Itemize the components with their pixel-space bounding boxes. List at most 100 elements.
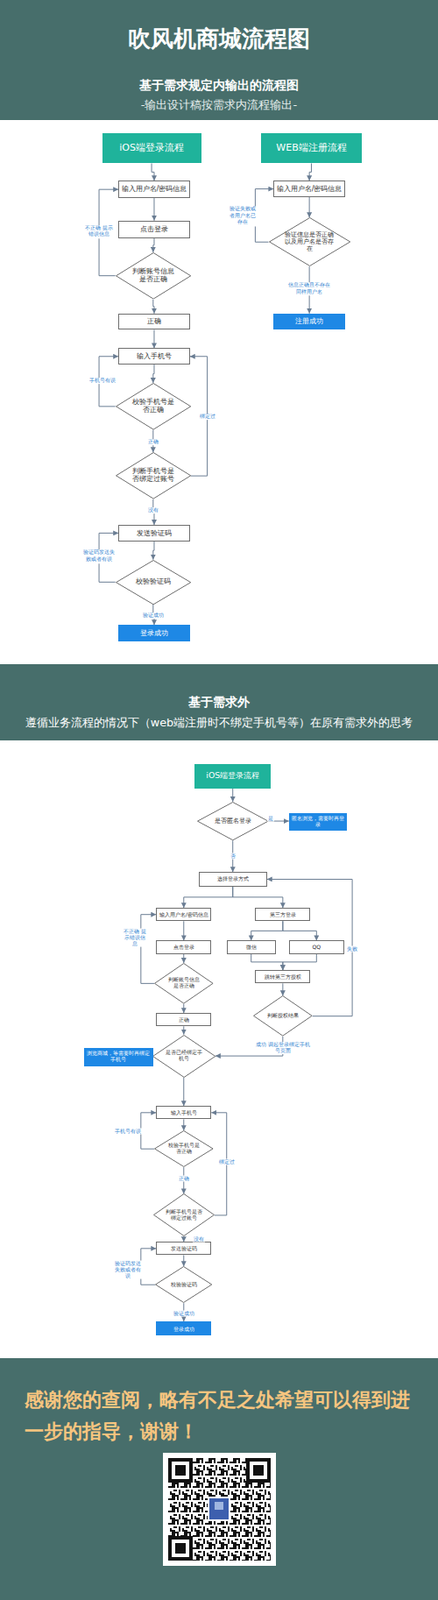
terminal-box: 登录成功 <box>155 1321 212 1336</box>
node-text: 注册成功 <box>275 317 344 325</box>
flow-title-box: WEB端注册流程 <box>261 133 361 164</box>
process-box: 选择登录方式 <box>198 871 268 886</box>
flow-connector <box>141 1112 156 1149</box>
node-text: iOS端登录流程 <box>104 142 200 155</box>
node-body: 第三方登录 <box>255 911 310 918</box>
node-text: 校验验证码 <box>129 578 177 587</box>
decision-diamond: 判断手机号是否绑定过账号 <box>153 1193 215 1237</box>
flow-connector <box>153 541 155 560</box>
node-text: QQ <box>290 943 343 950</box>
edge-label: 不正确 提示错误信息 <box>121 927 149 947</box>
flow-connector <box>153 364 155 383</box>
section-subheading: 遵循业务流程的情况下（web端注册时不绑定手机号等）在原有需求外的思考 <box>0 715 438 731</box>
node-text: 正确 <box>120 317 189 325</box>
node-body: 匿名浏览，需要时再登录 <box>289 815 347 828</box>
terminal-box: 登录成功 <box>118 624 191 642</box>
node-body: 校验手机号是否正确 <box>128 398 177 414</box>
node-text: 选择登录方式 <box>200 876 266 883</box>
flow-connector <box>183 1003 184 1014</box>
edge-label: 手机号有误 <box>88 377 117 385</box>
node-text: iOS端登录流程 <box>196 770 269 781</box>
flow-connector <box>282 920 317 940</box>
edge-label: 验证码发送失败或者有误 <box>111 1259 144 1279</box>
flow-title-box: iOS端登录流程 <box>102 133 202 164</box>
process-box: 输入用户名/密码信息 <box>155 907 212 921</box>
header-band <box>0 0 438 121</box>
edge-label: 不正确 提示错误信息 <box>83 225 116 239</box>
node-body: iOS端登录流程 <box>195 770 270 781</box>
page-title: 吹风机商城流程图 <box>0 23 438 55</box>
flow-connector <box>183 1025 184 1034</box>
qr-code <box>162 1452 276 1566</box>
section-heading: 基于需求规定内输出的流程图 <box>0 77 438 94</box>
node-text: 第三方登录 <box>256 911 309 918</box>
node-text: 登录成功 <box>157 1325 210 1332</box>
node-text: 判断授权结果 <box>264 1012 301 1019</box>
diamond-shape <box>115 559 191 604</box>
diamond-shape <box>115 383 191 431</box>
node-body: 判断授权结果 <box>263 1012 302 1019</box>
node-text: 是否已经绑定手机号 <box>164 1049 204 1062</box>
diamond-shape <box>115 252 191 299</box>
section-band <box>0 664 438 741</box>
process-box: 微信 <box>226 939 276 954</box>
node-text: 验证信息是否正确以及用户名是否存在 <box>283 231 335 253</box>
node-body: 注册成功 <box>274 317 345 325</box>
node-text: 发送验证码 <box>120 529 189 537</box>
diamond-shape <box>152 1034 215 1077</box>
flow-connector <box>153 298 155 313</box>
node-text: 判断手机号是否绑定过账号 <box>164 1208 203 1222</box>
node-body: 输入用户名/密码信息 <box>119 184 190 193</box>
decision-diamond: 校验验证码 <box>115 559 191 605</box>
diamond-shape <box>197 801 269 840</box>
diamond-shape <box>268 218 350 267</box>
node-text: 浏览商城，等需要时再绑定手机号 <box>85 1050 152 1063</box>
node-text: 输入手机号 <box>120 352 189 361</box>
node-text: 微信 <box>228 943 275 950</box>
process-box: 发送验证码 <box>118 524 191 542</box>
node-text: 输入用户名/密码信息 <box>120 184 189 193</box>
flow-connector <box>183 920 184 940</box>
node-body: 选择登录方式 <box>199 876 267 883</box>
decision-diamond: 是否已经绑定手机号 <box>152 1034 216 1078</box>
node-body: 校验手机号是否正确 <box>164 1142 203 1155</box>
node-text: 输入用户名/密码信息 <box>157 911 210 918</box>
node-body: 是否已经绑定手机号 <box>163 1049 205 1062</box>
node-body: 正确 <box>119 317 190 325</box>
flow-connector <box>153 238 155 253</box>
node-body: 输入手机号 <box>119 352 190 361</box>
node-text: 匿名浏览，需要时再登录 <box>290 815 346 828</box>
flow-connector <box>141 914 156 984</box>
node-text: 判断手机号是否绑定过账号 <box>129 467 177 483</box>
process-box: 发送验证码 <box>155 1241 212 1255</box>
flow-connector <box>153 329 155 348</box>
diamond-shape <box>154 1130 213 1167</box>
terminal-box: 注册成功 <box>273 313 346 331</box>
flow-connector <box>309 197 311 218</box>
node-body: 微信 <box>227 943 276 950</box>
node-body: 判断手机号是否绑定过账号 <box>128 467 177 483</box>
node-body: 是否匿名登录 <box>210 817 256 825</box>
edge-label: 信息正确且不存在同样用户名 <box>286 282 333 296</box>
edge-label: 绑定过 <box>218 1158 236 1166</box>
decision-diamond: 校验验证码 <box>155 1265 212 1303</box>
process-box: 输入用户名/密码信息 <box>273 180 346 198</box>
flow-connector <box>183 953 184 964</box>
edge-label: 手机号有误 <box>113 1128 142 1135</box>
node-body: 登录成功 <box>156 1325 211 1332</box>
edge-label: 验证成功 <box>141 612 165 620</box>
node-body: QQ <box>289 943 344 950</box>
process-box: 正确 <box>118 313 191 331</box>
node-body: 判断手机号是否绑定过账号 <box>163 1208 204 1222</box>
thanks-note: 感谢您的查阅，略有不足之处希望可以得到进一步的指导，谢谢！ <box>24 1384 421 1449</box>
flow-connector <box>151 162 155 181</box>
node-text: 跳转第三方授权 <box>256 973 309 980</box>
footer-band <box>0 1357 438 1600</box>
node-body: 浏览商城，等需要时再绑定手机号 <box>84 1050 153 1063</box>
flow-connector <box>183 1118 184 1131</box>
flow-connector <box>251 920 283 940</box>
edge-label: 是 <box>267 814 275 821</box>
node-text: 校验验证码 <box>166 1281 202 1288</box>
